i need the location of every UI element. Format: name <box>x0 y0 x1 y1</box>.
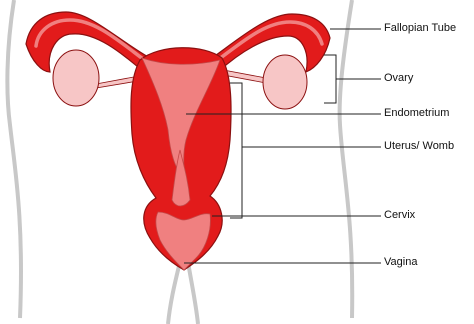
label-uterus: Uterus/ Womb <box>384 140 454 153</box>
label-endometrium: Endometrium <box>384 107 449 120</box>
vagina-canal <box>156 212 211 270</box>
label-cervix: Cervix <box>384 209 415 222</box>
ovary-right <box>263 55 307 109</box>
body-outline-left <box>7 0 21 318</box>
bracket-uterus <box>230 83 381 218</box>
label-vagina: Vagina <box>384 256 417 269</box>
body-outline-right <box>340 0 353 318</box>
label-ovary: Ovary <box>384 72 413 85</box>
bracket-ovary <box>324 55 381 103</box>
thigh-outline-right <box>188 262 198 324</box>
label-fallopian-tube: Fallopian Tube <box>384 22 456 35</box>
thigh-outline-left <box>168 262 180 324</box>
ovary-left <box>53 50 99 106</box>
